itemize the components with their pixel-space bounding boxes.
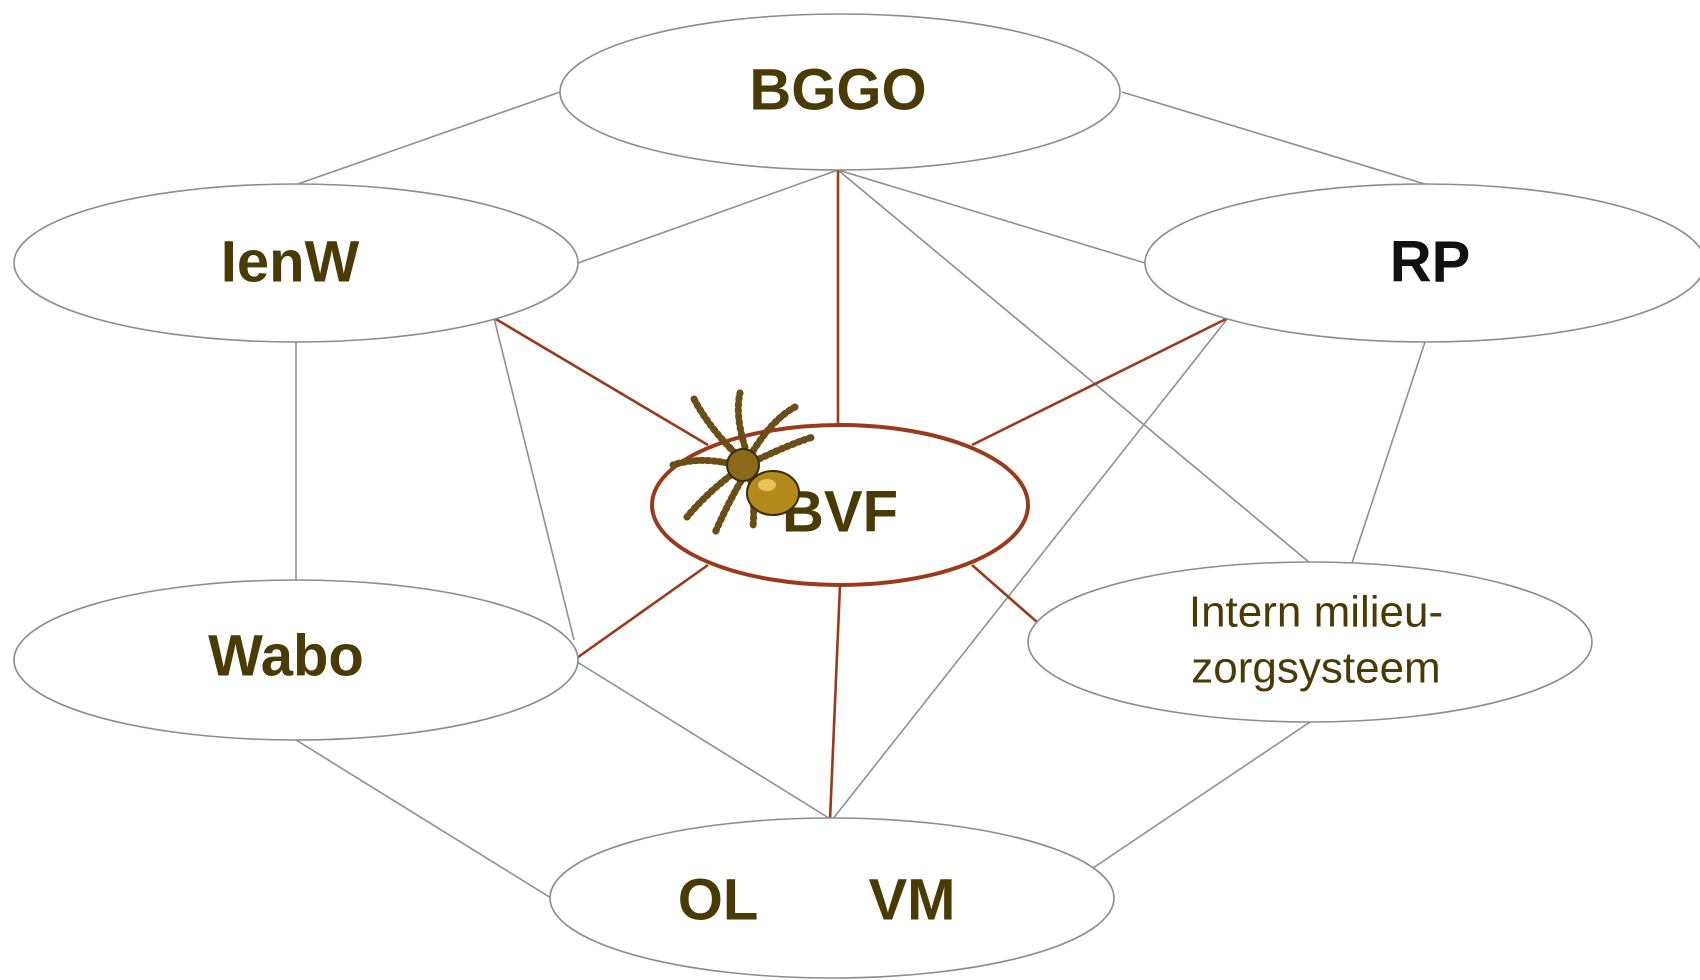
- spoke-intern: [971, 564, 1038, 623]
- node-ienw: IenW: [13, 183, 579, 343]
- spider-abdomen: [746, 470, 800, 516]
- node-bottom: OL VM: [549, 817, 1115, 979]
- node-intern: Intern milieu- zorgsysteem: [1027, 561, 1593, 723]
- spoke-bottom: [828, 584, 842, 821]
- spoke-ienw: [493, 316, 709, 447]
- node-ienw-label: IenW: [221, 230, 360, 295]
- node-bottom-label-left: OL: [678, 868, 759, 933]
- spider-icon: [669, 389, 817, 537]
- node-rp-label: RP: [1390, 230, 1471, 295]
- node-wabo-ellipse: [13, 579, 579, 741]
- red-edges: [493, 170, 1229, 821]
- edge-wabo-bottom: [573, 659, 833, 821]
- node-intern-label-line2: zorgsysteem: [1191, 644, 1440, 693]
- edge-bggo-ienw: [294, 91, 561, 186]
- node-bottom-ellipse: [549, 817, 1115, 979]
- edge-wabo-bottom-outer: [295, 739, 552, 899]
- node-bvf: BVF: [650, 423, 1030, 587]
- gray-edges: [294, 91, 1429, 899]
- edge-rp-intern: [1351, 341, 1426, 564]
- node-intern-ellipse: [1027, 561, 1593, 723]
- edge-bggo-rp-lower: [837, 169, 1146, 264]
- edge-rp-bottom: [831, 317, 1229, 821]
- node-ienw-ellipse: [13, 183, 579, 343]
- node-bggo-label: BGGO: [749, 58, 926, 123]
- node-wabo: Wabo: [13, 579, 579, 741]
- edge-bggo-rp: [1121, 91, 1429, 186]
- node-bottom-label-right: VM: [869, 868, 956, 933]
- node-bggo-ellipse: [559, 13, 1121, 171]
- node-bggo: BGGO: [559, 13, 1121, 171]
- node-wabo-label: Wabo: [208, 624, 364, 689]
- node-rp: RP: [1144, 183, 1700, 343]
- edge-ienw-wabo-diag: [493, 317, 575, 641]
- node-intern-label-line1: Intern milieu-: [1189, 588, 1443, 637]
- node-bvf-label: BVF: [782, 480, 898, 545]
- node-rp-ellipse: [1144, 183, 1700, 343]
- spider-head: [726, 448, 760, 482]
- edge-bggo-intern: [837, 169, 1311, 564]
- spoke-rp: [971, 316, 1229, 447]
- edge-intern-bottom: [1089, 721, 1311, 871]
- edge-ienw-bggo-mid: [577, 169, 839, 264]
- spoke-wabo: [573, 563, 709, 662]
